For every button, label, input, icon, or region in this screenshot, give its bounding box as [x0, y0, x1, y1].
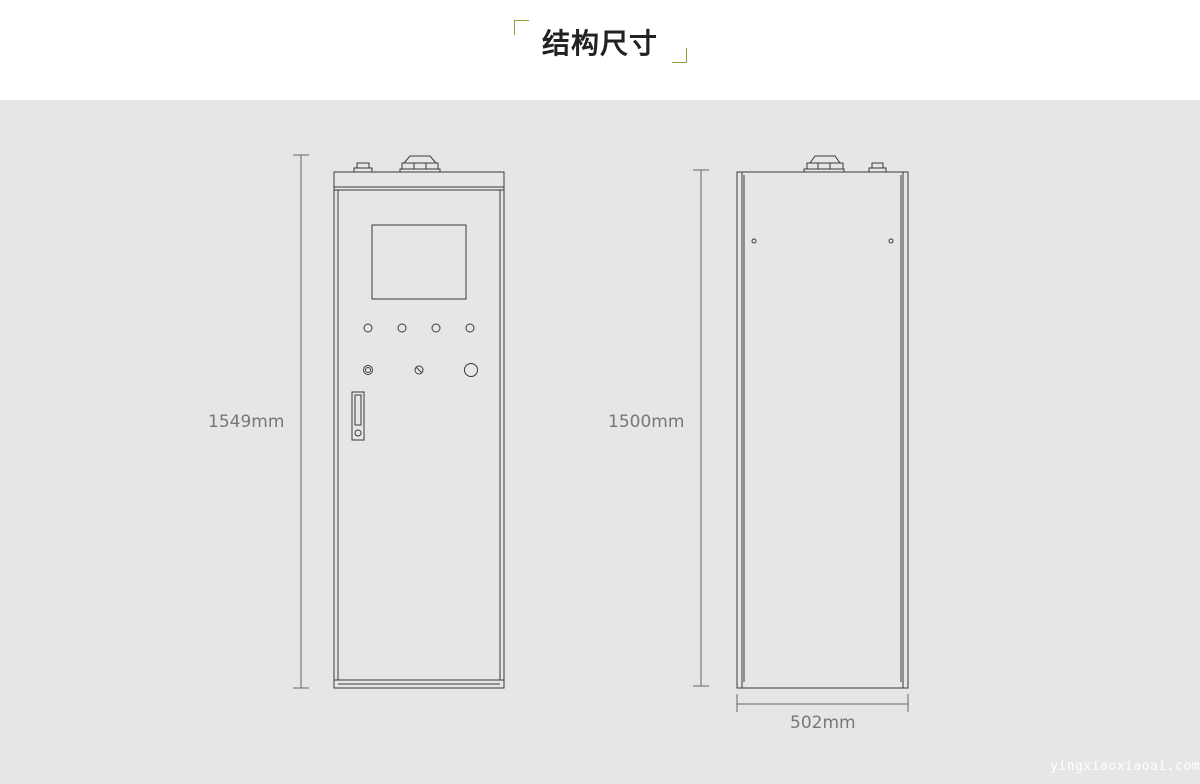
indicator-light — [431, 323, 441, 333]
side-top-fitting-small — [868, 162, 887, 173]
side-width-label: 502mm — [790, 713, 856, 733]
page-header: 结构尺寸 — [0, 0, 1200, 100]
side-cabinet-outline — [736, 171, 909, 689]
cabinet-drawing — [293, 154, 909, 712]
side-view — [693, 155, 909, 712]
side-height-dimension — [693, 169, 709, 687]
page-title: 结构尺寸 — [541, 27, 658, 60]
front-display-screen — [371, 224, 467, 300]
front-emergency-stop — [464, 363, 478, 377]
indicator-light — [397, 323, 407, 333]
front-door-handle — [351, 391, 365, 441]
side-height-label: 1500mm — [608, 412, 685, 432]
watermark: yingxiaoxiaoai.com — [1050, 759, 1200, 774]
front-selector-switch — [414, 365, 424, 375]
indicator-light — [465, 323, 475, 333]
side-screw — [751, 238, 757, 244]
front-cabinet-outline — [333, 171, 505, 689]
front-height-label: 1549mm — [208, 412, 285, 432]
title-corner-bottom-right — [672, 48, 687, 63]
side-top-fitting-gland — [803, 155, 845, 173]
indicator-light — [363, 323, 373, 333]
front-height-dimension — [293, 154, 309, 689]
front-top-fitting-small — [353, 162, 373, 173]
front-push-button — [363, 365, 373, 375]
title-corner-top-left — [514, 20, 529, 35]
side-screw — [888, 238, 894, 244]
front-top-fitting-gland — [399, 155, 441, 173]
front-view — [293, 154, 505, 689]
side-width-dimension — [736, 694, 909, 712]
drawing-panel — [0, 100, 1200, 784]
